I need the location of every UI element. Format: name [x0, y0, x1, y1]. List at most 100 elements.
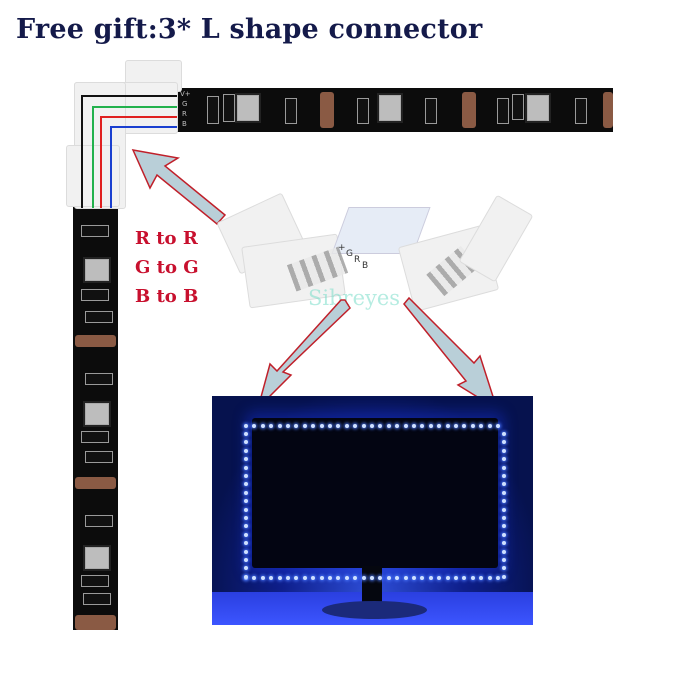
resistor [85, 373, 113, 385]
led-dot [361, 576, 366, 580]
led-dot [319, 576, 324, 580]
led-dot [470, 576, 475, 580]
led-dot [302, 424, 307, 428]
led-dot [244, 432, 248, 436]
led-dot [344, 576, 349, 580]
solder-pad [75, 335, 116, 347]
led-dot [244, 490, 248, 495]
led-dot [437, 424, 442, 428]
smd-led [525, 93, 551, 123]
pcb-label-plus: + [338, 243, 346, 253]
pin-label-g: G [182, 100, 188, 108]
led-dot [496, 576, 500, 580]
solder-pad [320, 92, 334, 128]
led-dot [502, 516, 506, 520]
resistor [85, 451, 113, 463]
pin-label-vplus: V+ [180, 90, 191, 98]
led-dot [395, 424, 400, 428]
led-dot [378, 576, 383, 580]
resistor [512, 94, 524, 120]
led-dot [502, 490, 506, 495]
led-dot [454, 576, 458, 580]
resistor [85, 515, 113, 527]
led-dot [244, 516, 248, 520]
led-dot [454, 424, 458, 428]
led-dot [311, 424, 316, 428]
led-dot [487, 576, 492, 580]
led-dot [420, 576, 425, 580]
led-dot [420, 424, 425, 428]
led-dot [244, 482, 248, 487]
resistor [81, 575, 109, 587]
resistor [497, 98, 509, 124]
led-dot [353, 424, 358, 428]
tv-backlight-photo [212, 396, 533, 625]
led-strip-horizontal: V+ G R B [177, 88, 613, 132]
led-dot [319, 424, 324, 428]
tv-base [322, 601, 427, 619]
led-dot [502, 432, 506, 436]
led-dot [502, 566, 506, 571]
led-dot [269, 576, 274, 580]
resistor [81, 431, 109, 443]
led-dot [244, 566, 248, 571]
led-dot [502, 549, 506, 554]
led-dot [244, 424, 248, 428]
led-dot [260, 424, 265, 428]
led-dot [412, 424, 416, 428]
led-dot [244, 549, 248, 554]
led-dot [428, 576, 433, 580]
led-dot [328, 424, 332, 428]
smd-led [377, 93, 403, 123]
led-dot [269, 424, 274, 428]
led-dot [244, 440, 248, 445]
solder-pad [462, 92, 476, 128]
led-dot [412, 576, 416, 580]
led-dot [286, 424, 290, 428]
arrow-down-left-icon [256, 299, 351, 411]
led-dot [470, 424, 475, 428]
smd-led [83, 257, 111, 283]
led-dot [294, 424, 299, 428]
led-dot [445, 576, 450, 580]
led-dot [479, 424, 484, 428]
led-dot [386, 424, 391, 428]
arrow-down-right-icon [403, 296, 499, 411]
led-dot [445, 424, 450, 428]
led-dot [244, 448, 248, 453]
resistor [83, 593, 111, 605]
led-dot [244, 465, 248, 470]
l-connector-product: + G R B [216, 185, 540, 313]
legend-line-b: B to B [135, 286, 199, 307]
led-dot [502, 457, 506, 462]
pcb-label-b: B [362, 261, 369, 271]
wiring-legend: R to R G to G B to B [135, 224, 199, 311]
resistor [207, 96, 219, 124]
led-dot [502, 499, 506, 504]
watermark: Sibreyes [308, 286, 401, 310]
resistor [285, 98, 297, 124]
resistor [81, 289, 109, 301]
led-dot [344, 424, 349, 428]
led-dot [244, 558, 248, 562]
solder-pad [75, 477, 116, 489]
led-dot [244, 574, 248, 579]
led-dot [260, 576, 265, 580]
led-dot [502, 465, 506, 470]
solder-pad [603, 92, 613, 128]
led-dot [252, 424, 257, 428]
led-dot [336, 424, 341, 428]
led-dot [462, 424, 467, 428]
led-dot [311, 576, 316, 580]
led-dot [370, 424, 374, 428]
led-dot [386, 576, 391, 580]
led-dot [244, 541, 248, 546]
led-dot [502, 558, 506, 562]
pcb-label-r: R [354, 255, 361, 265]
led-dot [479, 576, 484, 580]
led-dot [428, 424, 433, 428]
led-dot [302, 576, 307, 580]
led-dot [244, 507, 248, 512]
led-dot [286, 576, 290, 580]
